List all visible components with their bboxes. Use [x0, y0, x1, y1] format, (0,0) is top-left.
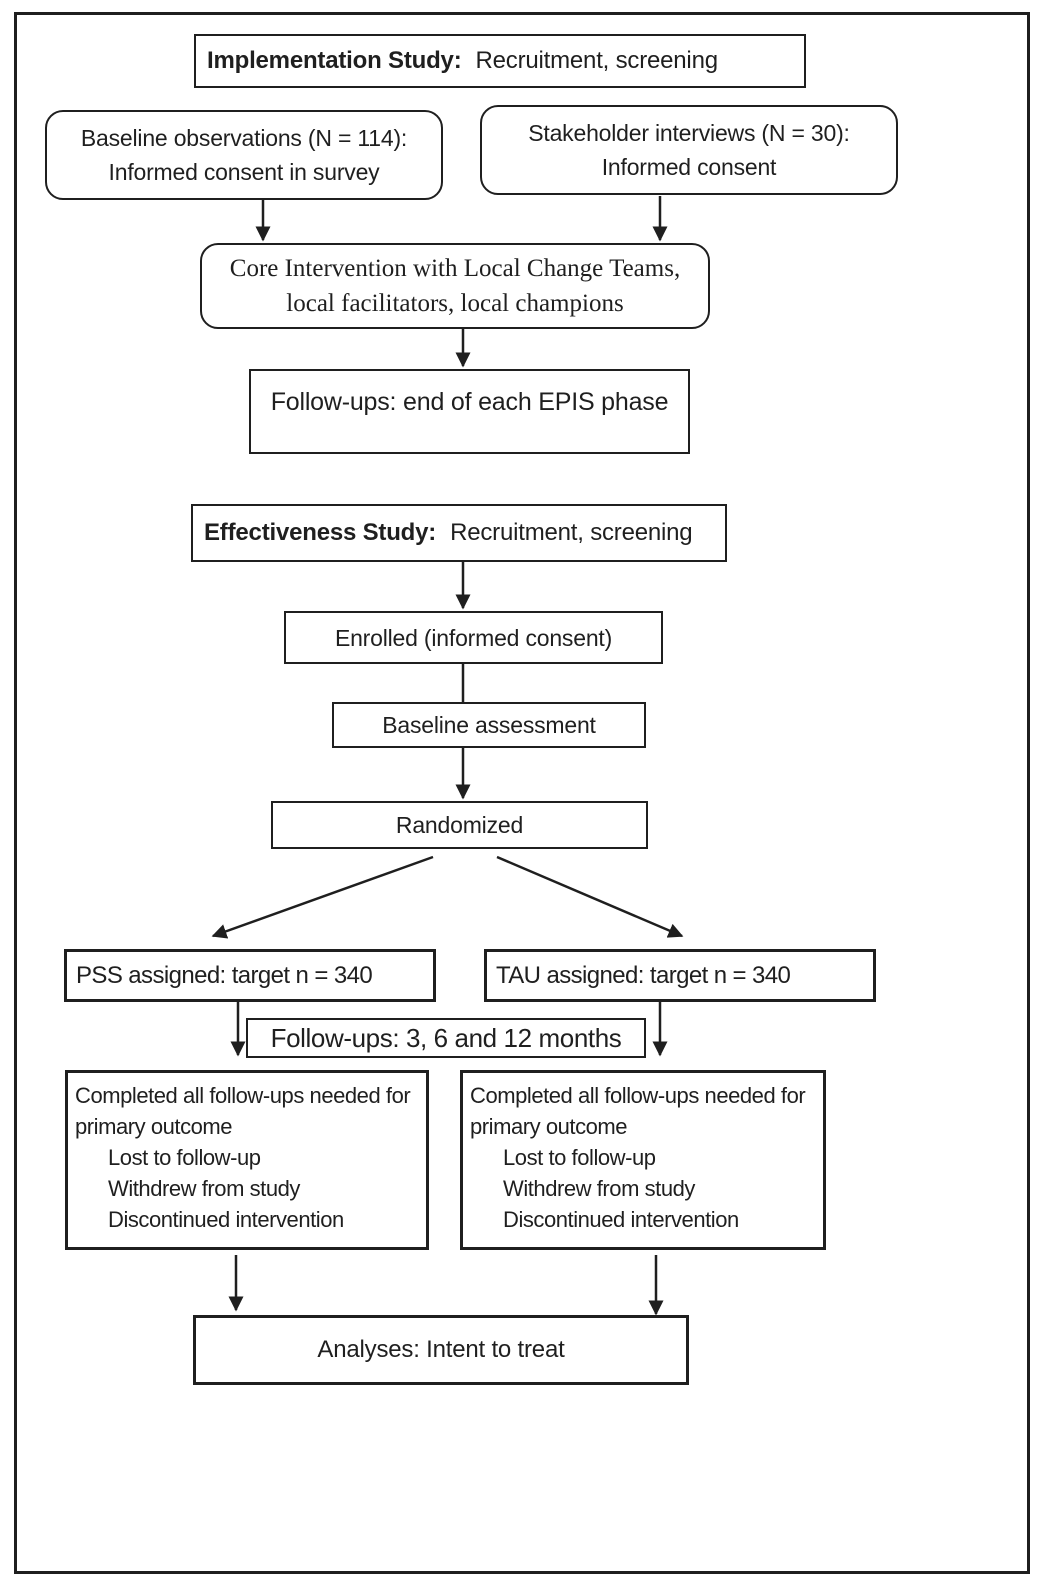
completed-pss-line1: Completed all follow-ups needed for: [75, 1083, 411, 1108]
baseline-observations-line1: Baseline observations (N = 114):: [80, 125, 408, 151]
completed-tau-item: Withdrew from study: [503, 1176, 695, 1201]
enrolled-box: Enrolled (informed consent): [284, 611, 663, 664]
completed-tau-line1: Completed all follow-ups needed for: [470, 1083, 806, 1108]
followups-months-box: Follow-ups: 3, 6 and 12 months: [246, 1018, 646, 1058]
enrolled-label: Enrolled (informed consent): [334, 624, 613, 651]
stakeholder-interviews-line1: Stakeholder interviews (N = 30):: [528, 120, 850, 146]
completed-tau-item: Discontinued intervention: [503, 1207, 739, 1232]
implementation-study-title: Implementation Study:: [207, 47, 462, 74]
baseline-assessment-box: Baseline assessment: [332, 702, 646, 748]
effectiveness-study-header-box: Effectiveness Study: Recruitment, screen…: [191, 504, 727, 562]
pss-assigned-label: PSS assigned: target n = 340: [76, 961, 373, 989]
core-intervention-line1: Core Intervention with Local Change Team…: [229, 255, 681, 282]
baseline-observations-box: Baseline observations (N = 114): Informe…: [45, 110, 443, 200]
completed-followups-pss-box: Completed all follow-ups needed for prim…: [65, 1070, 429, 1250]
completed-pss-line2: primary outcome: [75, 1114, 233, 1139]
baseline-assessment-label: Baseline assessment: [382, 712, 596, 738]
pss-assigned-box: PSS assigned: target n = 340: [64, 949, 436, 1002]
completed-tau-line2: primary outcome: [470, 1114, 628, 1139]
effectiveness-study-subtitle: Recruitment, screening: [450, 519, 693, 546]
followups-months-label: Follow-ups: 3, 6 and 12 months: [270, 1023, 622, 1053]
tau-assigned-box: TAU assigned: target n = 340: [484, 949, 876, 1002]
completed-pss-item: Withdrew from study: [108, 1176, 300, 1201]
completed-pss-item: Lost to follow-up: [108, 1145, 261, 1170]
core-intervention-line2: local facilitators, local champions: [286, 290, 624, 317]
completed-pss-item: Discontinued intervention: [108, 1207, 344, 1232]
tau-assigned-label: TAU assigned: target n = 340: [496, 961, 791, 989]
followups-epis-box: Follow-ups: end of each EPIS phase: [249, 369, 690, 454]
completed-followups-tau-box: Completed all follow-ups needed for prim…: [460, 1070, 826, 1250]
analyses-label: Analyses: Intent to treat: [317, 1336, 565, 1363]
analyses-box: Analyses: Intent to treat: [193, 1315, 689, 1385]
baseline-observations-line2: Informed consent in survey: [108, 159, 380, 185]
randomized-label: Randomized: [395, 812, 524, 838]
completed-tau-item: Lost to follow-up: [503, 1145, 656, 1170]
stakeholder-interviews-box: Stakeholder interviews (N = 30): Informe…: [480, 105, 898, 195]
effectiveness-study-title: Effectiveness Study:: [204, 519, 437, 546]
stakeholder-interviews-line2: Informed consent: [601, 154, 777, 180]
followups-epis-label: Follow-ups: end of each EPIS phase: [270, 388, 669, 416]
randomized-box: Randomized: [271, 801, 648, 849]
core-intervention-box: Core Intervention with Local Change Team…: [200, 243, 710, 329]
implementation-study-subtitle: Recruitment, screening: [475, 47, 718, 74]
implementation-study-header-box: Implementation Study: Recruitment, scree…: [194, 34, 806, 88]
